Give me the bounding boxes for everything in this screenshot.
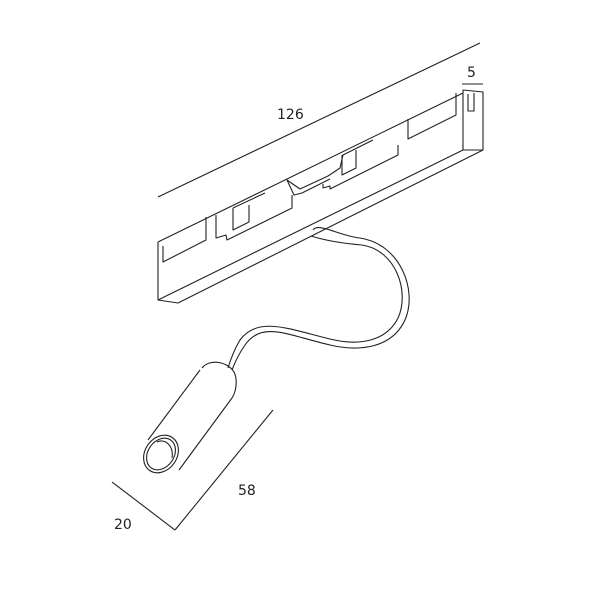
dimension-label-126: 126 [277, 107, 304, 123]
spotlight-cylinder [143, 361, 237, 474]
dimension-lines-spot [111, 409, 274, 531]
cable [227, 227, 410, 371]
dimension-line-126 [157, 42, 481, 198]
dimension-label-20: 20 [114, 517, 132, 533]
dimension-label-5: 5 [467, 65, 476, 81]
dimension-label-58: 58 [238, 483, 256, 499]
track-body [157, 89, 484, 304]
